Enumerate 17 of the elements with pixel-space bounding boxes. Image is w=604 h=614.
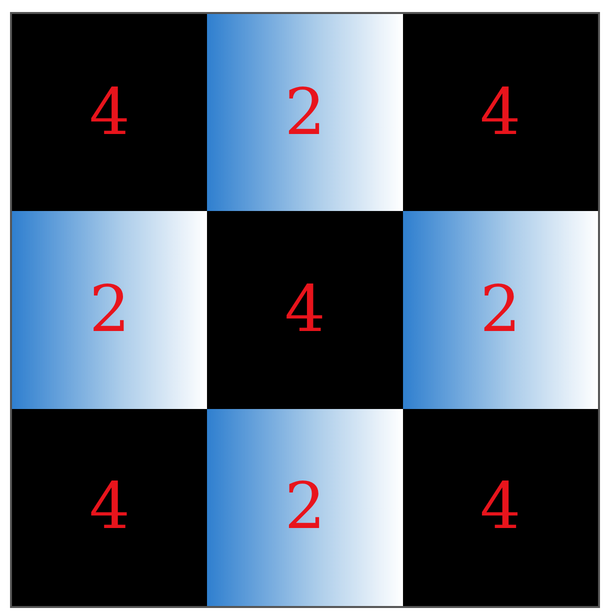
number-label: 4	[480, 475, 521, 540]
dark-square	[12, 14, 208, 212]
number-label: 2	[284, 80, 326, 145]
gradient-square	[402, 211, 598, 409]
number-label: 2	[480, 278, 521, 342]
number-label: 2	[89, 278, 130, 342]
gradient-square	[207, 408, 403, 606]
gradient-square	[207, 14, 403, 212]
dark-square	[402, 408, 598, 606]
number-label: 4	[89, 80, 130, 145]
number-label: 4	[284, 278, 326, 342]
gradient-square	[12, 211, 208, 409]
number-label: 4	[89, 475, 130, 540]
dark-square	[402, 14, 598, 212]
number-label: 4	[480, 80, 521, 145]
dark-square	[12, 408, 208, 606]
number-label: 2	[284, 475, 326, 540]
